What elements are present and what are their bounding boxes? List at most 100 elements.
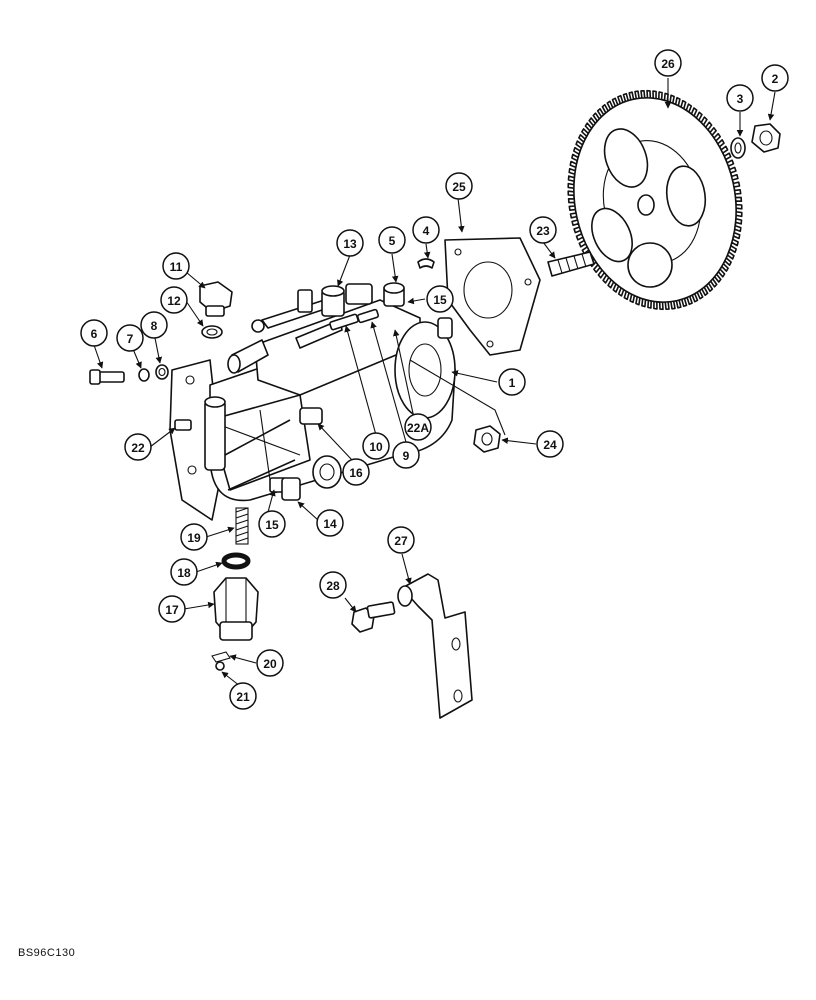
callout-label: 6: [91, 327, 98, 341]
callout-19: 19: [180, 523, 208, 551]
callout-circle: [536, 430, 564, 458]
callout-label: 21: [236, 690, 250, 704]
callout-circle: [162, 252, 190, 280]
callout-circle: [258, 510, 286, 538]
callout-3: 3: [726, 84, 754, 112]
callout-22: 22: [124, 433, 152, 461]
callout-label: 28: [326, 579, 340, 593]
clip-ring-part-8: [155, 364, 169, 380]
valve-holder-part-17: [213, 577, 259, 641]
nut-part-24: [473, 425, 501, 453]
plug-bolt-part-11: [199, 281, 233, 317]
washer-part-7: [138, 368, 150, 382]
callout-label: 19: [187, 531, 201, 545]
callout-label: 13: [343, 237, 357, 251]
callout-1: 1: [498, 368, 526, 396]
hex-nut-part-2: [751, 123, 781, 153]
callout-label: 2: [772, 72, 779, 86]
callout-15: 15: [426, 285, 454, 313]
lock-washer-part-3: [730, 137, 746, 159]
callout-14: 14: [316, 509, 344, 537]
callout-9: 9: [392, 441, 420, 469]
callout-26: 26: [654, 49, 682, 77]
clip-part-20: [211, 651, 231, 663]
callout-circle: [160, 286, 188, 314]
callout-label: 9: [403, 449, 410, 463]
callout-label: 11: [170, 260, 183, 274]
bolt-part-28: [351, 601, 396, 633]
callout-circle: [529, 216, 557, 244]
callout-16: 16: [342, 458, 370, 486]
callout-circle: [378, 226, 406, 254]
screw-part-21: [215, 661, 225, 671]
callout-circle: [387, 526, 415, 554]
figure-code: BS96C130: [18, 947, 76, 959]
callout-13: 13: [336, 229, 364, 257]
woodruff-key-part-4: [417, 258, 435, 269]
callout-11: 11: [162, 252, 190, 280]
callout-label: 24: [543, 438, 557, 452]
callout-7: 7: [116, 324, 144, 352]
callout-label: 7: [127, 332, 134, 346]
o-ring-part-18: [221, 552, 251, 570]
callout-circle: [80, 319, 108, 347]
callout-label: 1: [509, 376, 516, 390]
spring-part-19: [235, 507, 249, 545]
callout-circle: [316, 509, 344, 537]
callout-circle: [124, 433, 152, 461]
callout-8: 8: [140, 311, 168, 339]
callout-label: 22A: [407, 421, 429, 435]
callout-circle: [180, 523, 208, 551]
callout-10: 10: [362, 432, 390, 460]
callout-label: 10: [369, 440, 383, 454]
callout-circle: [761, 64, 789, 92]
callout-circle: [170, 558, 198, 586]
callout-12: 12: [160, 286, 188, 314]
callout-label: 4: [423, 224, 430, 238]
callout-circle: [116, 324, 144, 352]
callout-label: 27: [394, 534, 408, 548]
callout-label: 14: [323, 517, 337, 531]
callout-label: 25: [452, 180, 466, 194]
callout-label: 15: [433, 293, 447, 307]
callout-label: 23: [536, 224, 550, 238]
callout-circle: [362, 432, 390, 460]
callout-circle: [426, 285, 454, 313]
callout-circle: [392, 441, 420, 469]
callout-label: 17: [165, 603, 179, 617]
washer-part-12: [201, 325, 223, 339]
callout-15: 15: [258, 510, 286, 538]
bleed-screw-part-6: [89, 369, 125, 385]
callout-circle: [342, 458, 370, 486]
callout-27: 27: [387, 526, 415, 554]
stud-part-23: [547, 251, 595, 277]
callout-circle: [404, 413, 432, 441]
callout-28: 28: [319, 571, 347, 599]
callout-2: 2: [761, 64, 789, 92]
callout-circle: [498, 368, 526, 396]
callout-18: 18: [170, 558, 198, 586]
callout-20: 20: [256, 649, 284, 677]
callout-21: 21: [229, 682, 257, 710]
callout-circle: [256, 649, 284, 677]
callout-17: 17: [158, 595, 186, 623]
callout-label: 8: [151, 319, 158, 333]
callout-circle: [654, 49, 682, 77]
callout-label: 5: [389, 234, 396, 248]
callout-label: 26: [661, 57, 675, 71]
callout-label: 12: [167, 294, 181, 308]
callout-23: 23: [529, 216, 557, 244]
callout-circle: [229, 682, 257, 710]
drive-gear-part-26: [567, 89, 743, 311]
callout-circle: [336, 229, 364, 257]
bracket-part-27: [397, 573, 473, 719]
callout-4: 4: [412, 216, 440, 244]
callout-6: 6: [80, 319, 108, 347]
callout-label: 18: [177, 566, 191, 580]
callout-label: 3: [737, 92, 744, 106]
callout-circle: [726, 84, 754, 112]
gasket-plate-part-25: [444, 237, 541, 356]
callout-label: 15: [265, 518, 279, 532]
